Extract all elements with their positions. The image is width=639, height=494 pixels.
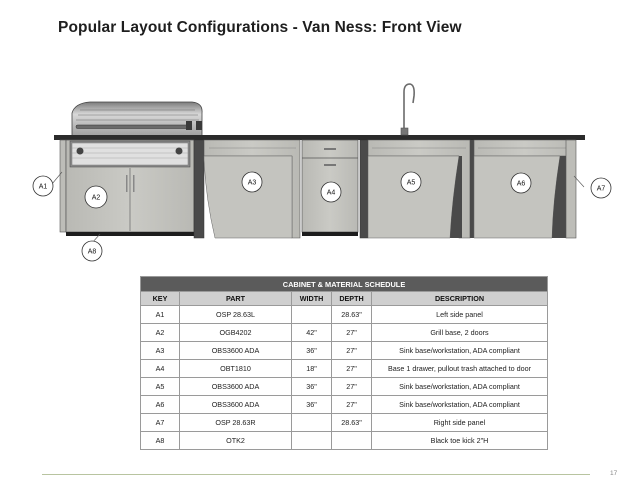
column-header: DESCRIPTION [371,291,548,306]
callout-a5: A5 [400,171,422,193]
table-cell: 36" [291,377,332,396]
table-cell: OBT1810 [179,359,292,378]
table-cell: Right side panel [371,413,548,432]
table-cell: 28.63" [331,305,372,324]
table-cell [331,431,372,450]
table-cell: A2 [140,323,180,342]
callout-a4: A4 [320,181,342,203]
column-header: DEPTH [331,291,372,306]
table-cell: Grill base, 2 doors [371,323,548,342]
callout-label: A7 [597,186,606,193]
table-title: CABINET & MATERIAL SCHEDULE [140,276,548,292]
table-cell [291,305,332,324]
table-cell: OBS3600 ADA [179,377,292,396]
table-cell: 27" [331,395,372,414]
sink-base-a3 [193,139,301,239]
table-cell: 28.63" [331,413,372,432]
toe-kick [66,232,194,236]
table-cell [291,431,332,450]
table-cell: OSP 28.63L [179,305,292,324]
table-cell: 36" [291,395,332,414]
faucet [400,83,415,136]
right-side-panel [565,139,577,239]
table-cell: Sink base/workstation, ADA compliant [371,395,548,414]
page-title: Popular Layout Configurations - Van Ness… [58,19,462,36]
table-cell: OGB4202 [179,323,292,342]
table-cell: 27" [331,359,372,378]
callout-a7: A7 [590,177,612,199]
table-cell: Sink base/workstation, ADA compliant [371,377,548,396]
callout-label: A6 [517,181,526,188]
table-cell: Black toe kick 2"H [371,431,548,450]
callout-a2: A2 [84,185,108,209]
front-view-drawing: A1 A2 A3 A4 A5 A6 A7 A8 [32,83,612,262]
countertop [54,135,585,140]
table-cell: 27" [331,341,372,360]
table-cell: Base 1 drawer, pullout trash attached to… [371,359,548,378]
left-side-panel [59,139,67,233]
table-cell: Sink base/workstation, ADA compliant [371,341,548,360]
table-cell: 27" [331,323,372,342]
grill-base-cabinet [65,139,195,233]
callout-a3: A3 [241,171,263,193]
table-cell: A5 [140,377,180,396]
table-cell: A3 [140,341,180,360]
table-cell: 27" [331,377,372,396]
grill [71,101,203,138]
table-cell: A6 [140,395,180,414]
callout-label: A4 [327,190,336,197]
sink-base-a6 [470,139,576,239]
callout-a6: A6 [510,172,532,194]
callout-label: A3 [248,180,257,187]
callout-a1: A1 [32,175,54,197]
sink-base-a5 [359,139,471,239]
table-cell: 42" [291,323,332,342]
callout-a8: A8 [81,240,103,262]
table-cell: OSP 28.63R [179,413,292,432]
callout-label: A8 [88,249,97,256]
column-header: KEY [140,291,180,306]
table-cell: 18" [291,359,332,378]
column-header: WIDTH [291,291,332,306]
table-cell: OBS3600 ADA [179,341,292,360]
callout-label: A2 [92,195,101,202]
table-cell: OTK2 [179,431,292,450]
trash-base-a4 [301,139,359,236]
callout-label: A5 [407,180,416,187]
footer-divider [42,474,590,475]
table-cell: Left side panel [371,305,548,324]
table-cell: A8 [140,431,180,450]
table-cell: A7 [140,413,180,432]
callout-label: A1 [39,184,48,191]
table-cell: OBS3600 ADA [179,395,292,414]
page-number: 17 [610,470,618,477]
column-header: PART [179,291,292,306]
table-cell: 36" [291,341,332,360]
table-cell [291,413,332,432]
table-cell: A1 [140,305,180,324]
table-cell: A4 [140,359,180,378]
